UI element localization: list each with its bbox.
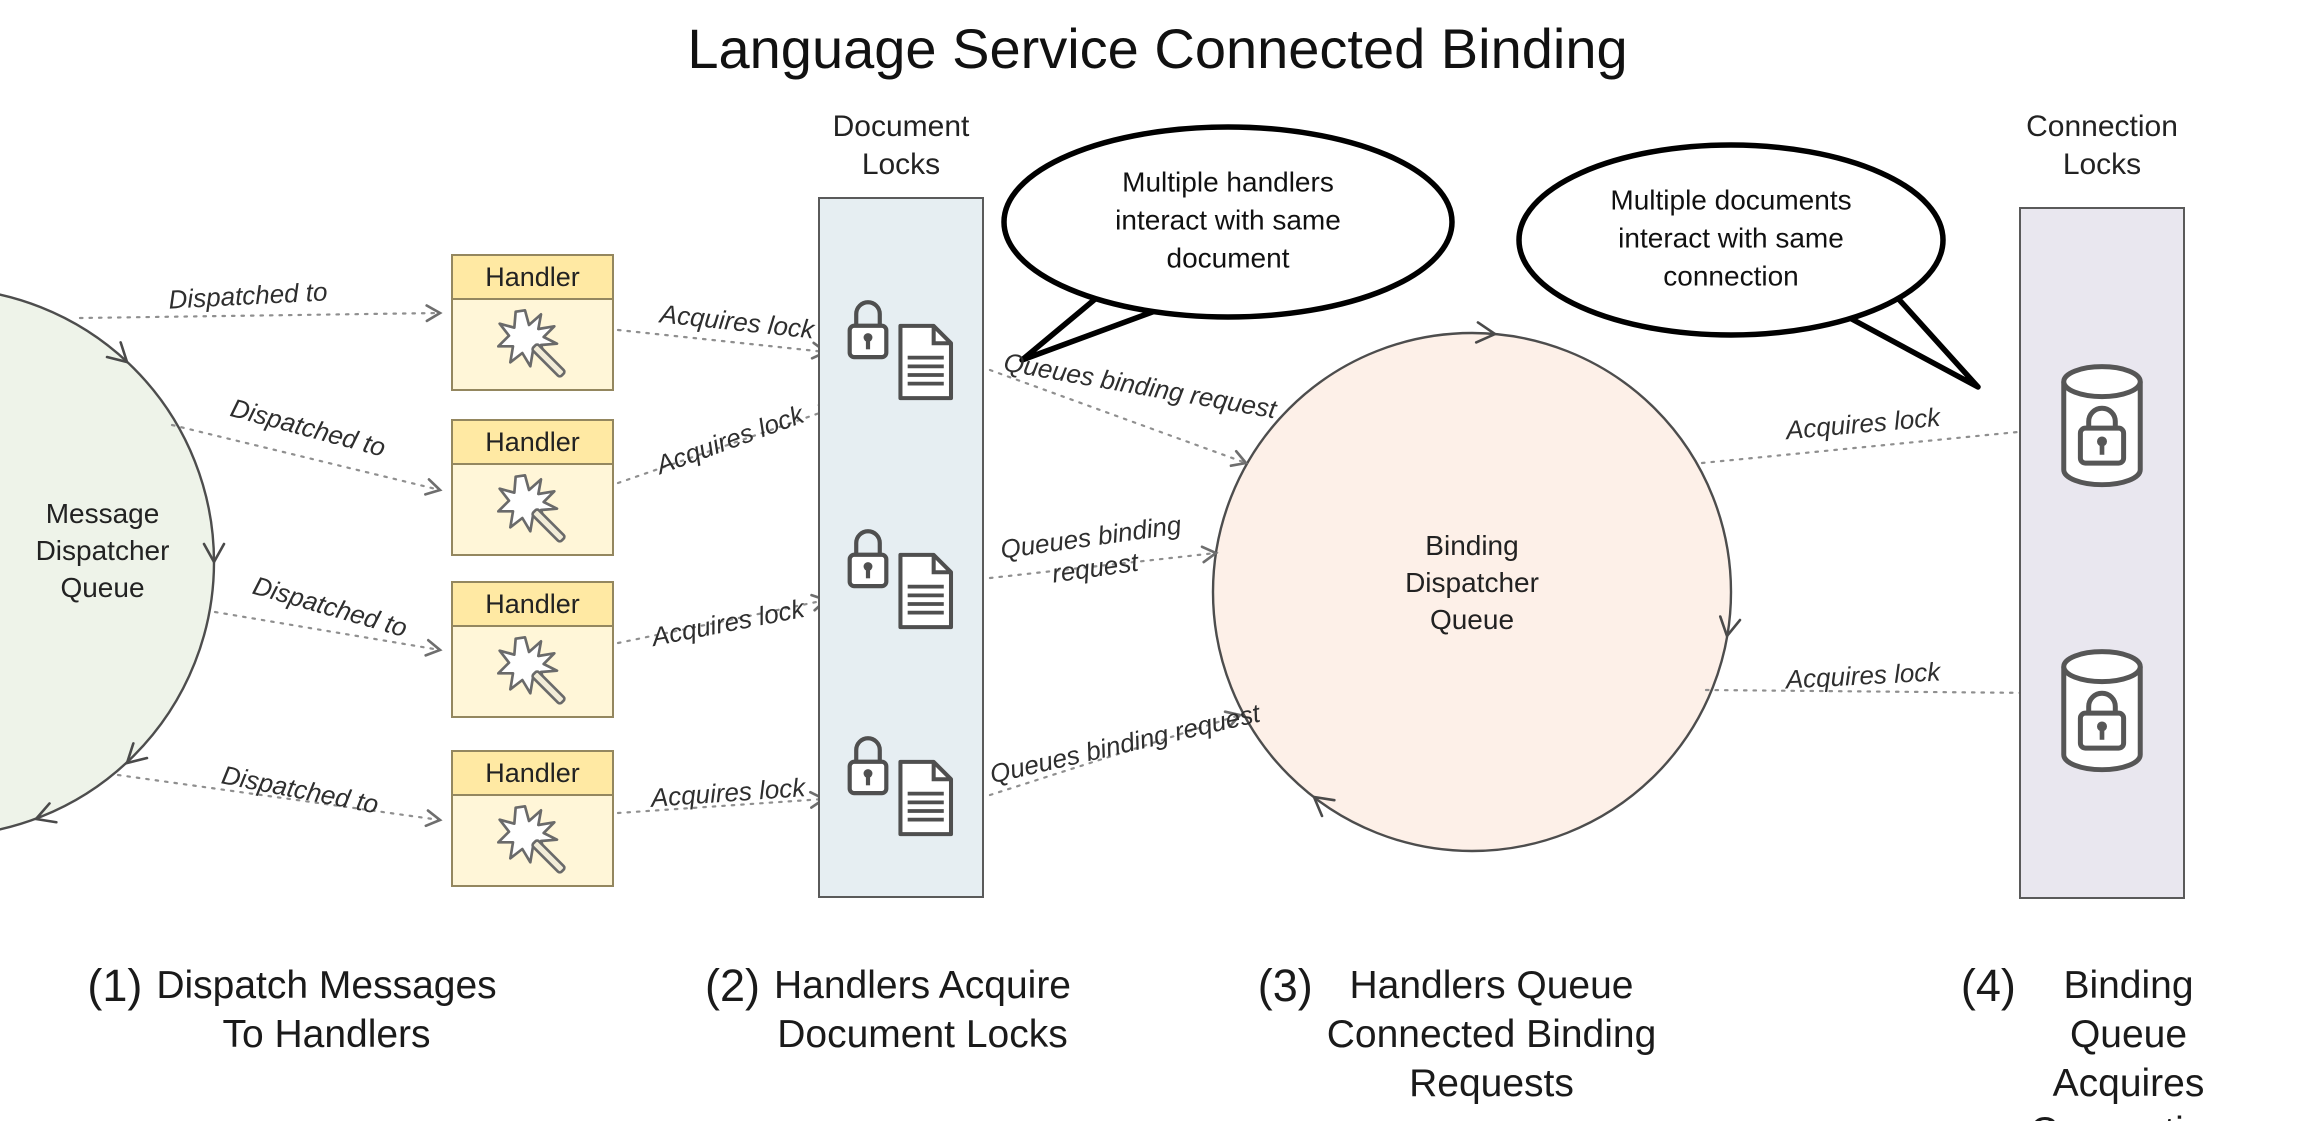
message-dispatcher-queue-label: Message Dispatcher Queue (35, 498, 170, 603)
connector-dispatched-1 (78, 304, 443, 323)
padlock-icon (847, 300, 889, 360)
handler-box-1: Handler (451, 254, 614, 391)
handler-body (453, 465, 612, 554)
speech-bubble-body (1001, 124, 1455, 320)
document-locks-label: Document Locks (832, 110, 970, 181)
database-lock-icon-1 (2061, 364, 2143, 488)
wand-icon (496, 308, 566, 378)
caption-text: Dispatch Messages To Handlers (156, 964, 497, 1056)
caption-text: Handlers Queue Connected Binding Request… (1326, 964, 1657, 1105)
padlock-icon (847, 529, 889, 589)
callout-documents-text: Multiple documents interact with same co… (1610, 184, 1852, 291)
connector-dispatched-3 (213, 610, 443, 657)
lock-document-icon-2 (833, 526, 973, 636)
handler-title: Handler (453, 256, 612, 300)
wand-icon (496, 635, 566, 705)
handler-box-4: Handler (451, 750, 614, 887)
database-lock-icon-2 (2061, 649, 2143, 773)
connector-acquires-4 (616, 790, 827, 815)
diagram-title: Language Service Connected Binding (687, 17, 1628, 80)
connector-lines (78, 304, 2041, 828)
handler-title: Handler (453, 583, 612, 627)
caption-1: (1) Dispatch Messages To Handlers (87, 962, 496, 1060)
speech-bubble-handlers (1001, 124, 1455, 363)
connector-acquires-conn-2 (1704, 683, 2041, 702)
connector-acquires-3 (616, 593, 829, 645)
binding-dispatcher-queue-label: Binding Dispatcher Queue (1405, 530, 1539, 635)
handler-body (453, 627, 612, 716)
connector-acquires-conn-1 (1700, 422, 2041, 465)
caption-number: (1) (87, 960, 143, 1011)
document-icon (898, 323, 954, 401)
handler-body (453, 796, 612, 885)
queue-flow-arrows (33, 321, 1742, 824)
caption-4: (4) Binding Queue Acquires Connection Lo… (1961, 962, 2227, 1121)
wand-icon (496, 473, 566, 543)
document-locks-box (818, 197, 984, 898)
connector-queues-3 (988, 710, 1243, 797)
connector-dispatched-4 (116, 773, 443, 828)
lock-document-icon-1 (833, 297, 973, 407)
wand-icon (496, 804, 566, 874)
caption-2: (2) Handlers Acquire Document Locks (705, 962, 1071, 1060)
caption-3: (3) Handlers Queue Connected Binding Req… (1258, 962, 1657, 1108)
connector-queues-2 (988, 545, 1219, 580)
handler-title: Handler (453, 752, 612, 796)
connection-locks-box (2019, 207, 2185, 899)
document-icon (898, 552, 954, 630)
connector-queues-1 (988, 368, 1249, 468)
handler-box-2: Handler (451, 419, 614, 556)
connector-acquires-2 (616, 403, 837, 485)
padlock-icon (847, 736, 889, 796)
connector-acquires-1 (616, 328, 829, 360)
speech-bubble-documents (1516, 142, 1981, 390)
speech-bubble-body (1516, 142, 1946, 338)
caption-number: (2) (705, 960, 760, 1011)
handler-box-3: Handler (451, 581, 614, 718)
handler-body (453, 300, 612, 389)
caption-number: (3) (1257, 960, 1313, 1011)
caption-text: Binding Queue Acquires Connection Locks (2030, 964, 2227, 1121)
caption-number: (4) (1960, 960, 2016, 1011)
handler-title: Handler (453, 421, 612, 465)
document-icon (898, 759, 954, 837)
binding-dispatcher-queue-circle (1211, 331, 1733, 853)
connection-locks-label: Connection Locks (2026, 110, 2178, 181)
caption-text: Handlers Acquire Document Locks (774, 964, 1071, 1056)
callout-handlers-text: Multiple handlers interact with same doc… (1115, 166, 1341, 273)
connector-dispatched-2 (170, 423, 443, 496)
lock-document-icon-3 (833, 733, 973, 843)
